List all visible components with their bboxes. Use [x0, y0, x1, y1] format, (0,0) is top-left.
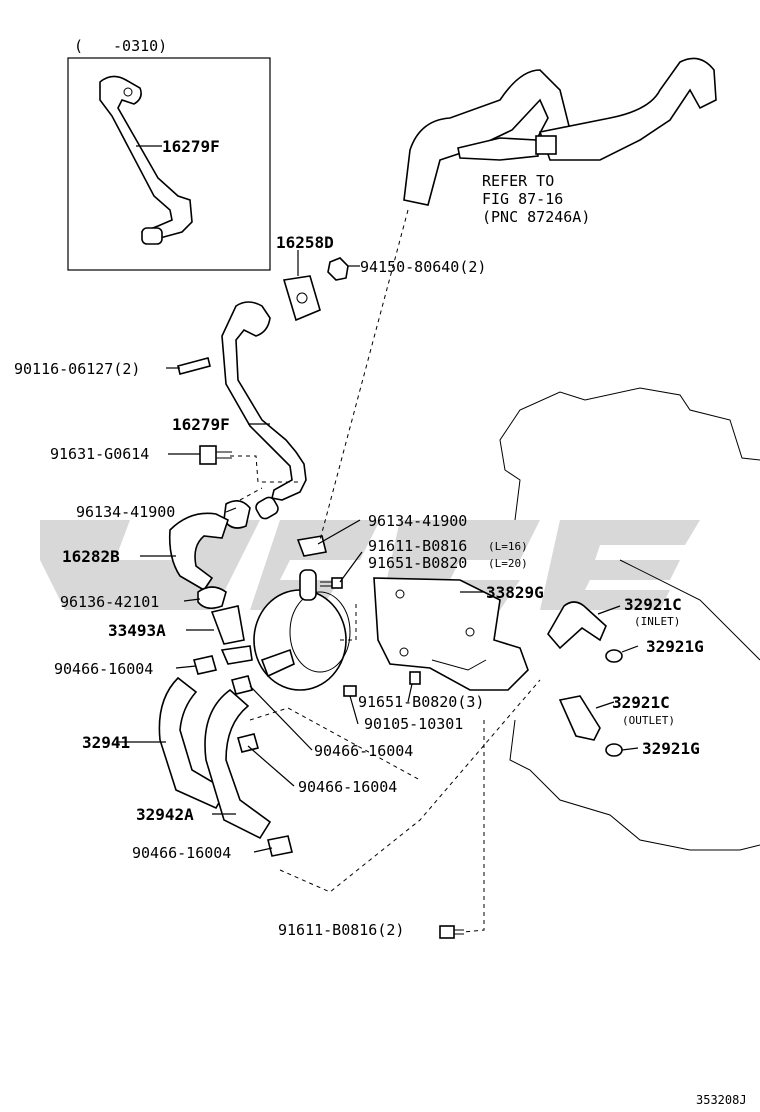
watermark-logo — [40, 520, 700, 610]
diagram-code: 353208J — [696, 1093, 747, 1107]
inset-box — [67, 57, 271, 271]
pipe-16279F — [221, 301, 307, 520]
label-16279F-inset: 16279F — [162, 137, 220, 156]
label-91611-B0816: 91611-B0816 — [368, 537, 467, 555]
label-96134-41900-b: 96134-41900 — [368, 512, 467, 530]
refer-line3: (PNC 87246A) — [482, 208, 590, 226]
union-32921C-inlet — [547, 601, 623, 663]
label-32941: 32941 — [82, 733, 130, 752]
refer-line1: REFER TO — [482, 172, 554, 190]
label-90466-16004-a: 90466-16004 — [54, 660, 153, 678]
label-outlet: (OUTLET) — [622, 714, 675, 727]
bracket-33829G — [373, 577, 529, 691]
label-16279F: 16279F — [172, 415, 230, 434]
bolt-91611-bottom — [439, 925, 464, 939]
oil-cooler — [210, 569, 351, 691]
dashed-lines — [230, 209, 541, 933]
label-32921G-b: 32921G — [642, 739, 700, 758]
label-16282B: 16282B — [62, 547, 120, 566]
label-96134-41900-a: 96134-41900 — [76, 503, 175, 521]
clamp-96136 — [197, 586, 227, 610]
label-inlet: (INLET) — [634, 615, 680, 628]
label-91651-B0820-3: 91651-B0820(3) — [358, 693, 484, 711]
union-32921C-outlet — [558, 695, 623, 757]
gasket-16258D — [282, 275, 321, 322]
label-16258D: 16258D — [276, 233, 334, 252]
label-91611-length: (L=16) — [488, 540, 528, 553]
bolt-91611-91651 — [320, 577, 343, 589]
stud-90116 — [177, 357, 211, 375]
label-90466-16004-b: 90466-16004 — [314, 742, 413, 760]
label-91631-G0614: 91631-G0614 — [50, 445, 149, 463]
bolt-91631 — [199, 445, 232, 465]
inset-range: ( -0310) — [74, 37, 167, 55]
label-90466-16004-c: 90466-16004 — [298, 778, 397, 796]
label-96136-42101: 96136-42101 — [60, 593, 159, 611]
hose-16282B — [168, 512, 229, 592]
label-33829G: 33829G — [486, 583, 544, 602]
clamp-96134-right — [296, 535, 327, 557]
label-32942A: 32942A — [136, 805, 194, 824]
refer-line2: FIG 87-16 — [482, 190, 563, 208]
nut-94150 — [327, 257, 349, 281]
label-32921C-inlet: 32921C — [624, 595, 682, 614]
label-32921G-a: 32921G — [646, 637, 704, 656]
label-90116-06127: 90116-06127(2) — [14, 360, 140, 378]
label-32921C-outlet: 32921C — [612, 693, 670, 712]
label-91651-length: (L=20) — [488, 557, 528, 570]
label-90466-16004-d: 90466-16004 — [132, 844, 231, 862]
engine-outline — [499, 387, 760, 851]
clamps-90466 — [192, 655, 293, 857]
clamp-96134-left — [223, 500, 251, 529]
label-94150-80640: 94150-80640(2) — [360, 258, 486, 276]
leader-lines — [116, 145, 639, 853]
hose-32942A — [204, 688, 272, 840]
label-33493A: 33493A — [108, 621, 166, 640]
upper-hoses — [403, 57, 717, 206]
label-90105-10301: 90105-10301 — [364, 715, 463, 733]
label-91611-B0816-2: 91611-B0816(2) — [278, 921, 404, 939]
label-91651-B0820: 91651-B0820 — [368, 554, 467, 572]
